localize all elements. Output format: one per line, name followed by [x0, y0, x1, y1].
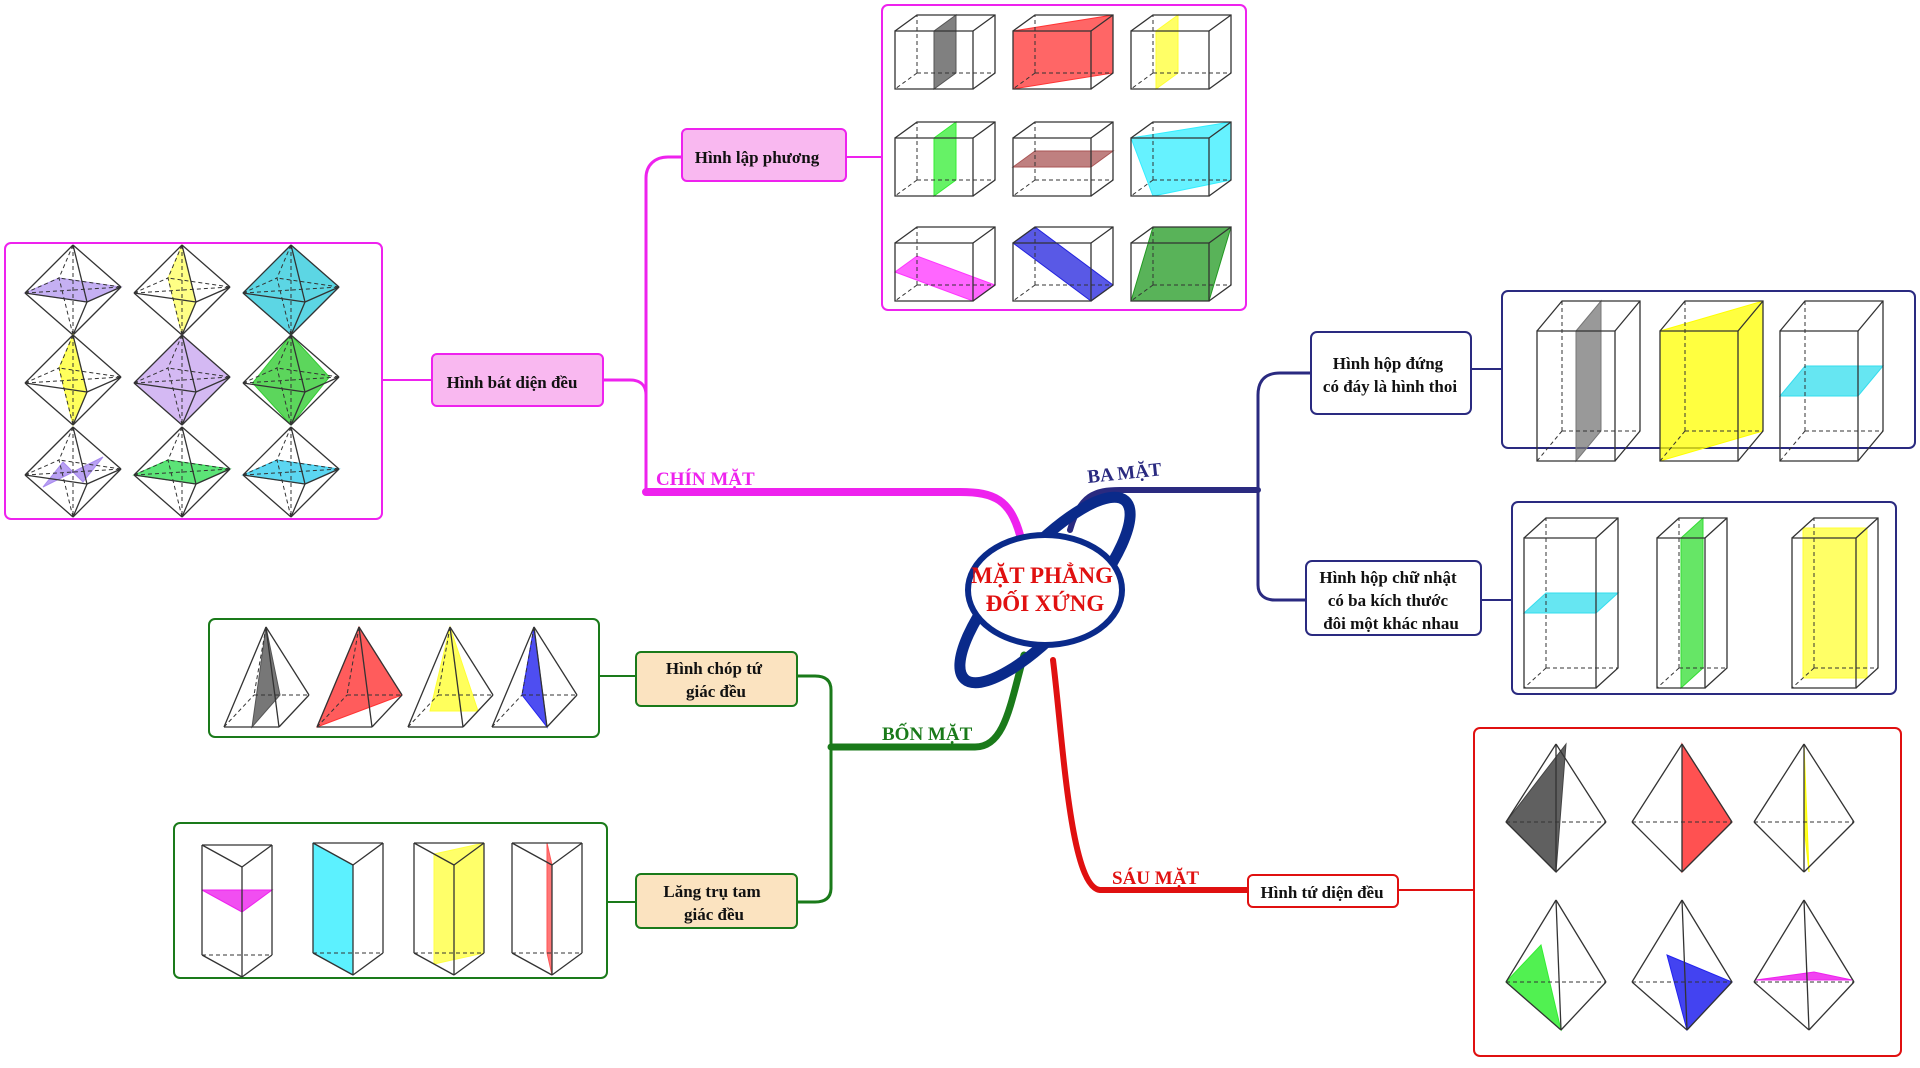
branch-bon-trunk [797, 674, 833, 747]
octa-thumb-5 [133, 334, 231, 426]
branch-ba-trunk [1256, 371, 1311, 490]
hop-dung-thumb-3 [1778, 300, 1885, 462]
branch-label-bon: BỐN MẶT [882, 723, 973, 745]
thumbnail-figures [23, 14, 1885, 1032]
node-tu-dien-label: Hình tứ diện đều [1260, 883, 1383, 902]
branch-label-sau: SÁU MẶT [1112, 867, 1199, 889]
node-chop-tu-giac-line2: giác đều [686, 682, 746, 701]
cube-thumb-1 [894, 14, 996, 90]
node-hop-chu-nhat[interactable]: Hình hộp chữ nhật có ba kích thước đôi m… [1305, 560, 1482, 636]
chop-thumb-2 [316, 625, 403, 728]
tu-dien-thumb-1 [1505, 742, 1607, 874]
hop-chu-nhat-thumb-1 [1522, 517, 1620, 689]
tu-dien-thumb-3 [1753, 743, 1855, 873]
octa-thumb-1 [23, 244, 123, 336]
node-hop-dung-line2: có đáy là hình thoi [1323, 377, 1457, 396]
tu-dien-thumb-2 [1631, 742, 1733, 874]
cube-thumb-6 [1130, 121, 1232, 197]
panel-chop-tu-giac [208, 618, 600, 738]
panel-lang-tru [173, 822, 608, 979]
cube-thumb-5 [1011, 121, 1115, 197]
hop-chu-nhat-thumb-3 [1791, 517, 1879, 689]
node-chop-tu-giac-line1: Hình chóp tứ [666, 659, 763, 678]
center-title-line1: MẶT PHẲNG [971, 562, 1113, 588]
center-node[interactable]: MẶT PHẲNG ĐỐI XỨNG [936, 475, 1153, 704]
octa-thumb-6 [242, 334, 340, 426]
panel-hop-chu-nhat [1511, 501, 1897, 695]
chop-thumb-1 [223, 626, 310, 729]
branch-chin-thick [642, 488, 1024, 539]
center-ellipse [965, 532, 1125, 648]
cube-thumb-2 [1012, 14, 1114, 90]
octa-thumb-3 [242, 244, 340, 336]
cube-thumb-8 [1012, 226, 1114, 302]
branch-label-chin: CHÍN MẶT [656, 468, 755, 490]
octa-thumb-7 [24, 426, 122, 518]
node-lang-tru-line2: giác đều [684, 905, 744, 924]
octa-thumb-9 [241, 426, 341, 518]
tu-dien-thumb-6 [1753, 899, 1855, 1031]
cube-thumb-9 [1130, 226, 1232, 302]
tu-dien-thumb-4 [1505, 899, 1607, 1032]
center-title-line2: ĐỐI XỨNG [986, 590, 1105, 616]
cube-thumb-3 [1130, 14, 1232, 90]
octa-thumb-4 [24, 333, 122, 427]
node-bat-dien[interactable]: Hình bát diện đều [431, 353, 604, 407]
lang-tru-thumb-4 [511, 842, 583, 976]
branch-bon-to-lt [797, 747, 833, 904]
lang-tru-thumb-2 [312, 842, 384, 976]
node-bat-dien-label: Hình bát diện đều [447, 373, 578, 392]
octa-thumb-2 [133, 243, 231, 337]
branch-chin-to-batdien [603, 378, 648, 440]
cube-thumb-7 [893, 226, 997, 302]
cube-thumb-4 [894, 121, 996, 197]
node-hop-chu-nhat-line1: Hình hộp chữ nhật [1319, 568, 1457, 587]
chop-thumb-3 [407, 625, 494, 728]
branch-ba-to-hcn [1256, 490, 1306, 602]
branch-bon-thick [827, 651, 1028, 751]
hop-chu-nhat-thumb-2 [1656, 516, 1728, 690]
node-lang-tru-line1: Lăng trụ tam [663, 882, 760, 901]
lang-tru-thumb-3 [413, 842, 485, 976]
octa-thumb-8 [132, 426, 232, 518]
node-lang-tru[interactable]: Lăng trụ tam giác đều [635, 873, 798, 929]
node-lap-phuong-label: Hình lập phương [695, 148, 820, 167]
branch-sau-thick [1050, 657, 1251, 893]
node-chop-tu-giac[interactable]: Hình chóp tứ giác đều [635, 651, 798, 707]
panel-tu-dien [1473, 727, 1902, 1057]
node-lap-phuong[interactable]: Hình lập phương [681, 128, 847, 182]
node-hop-dung[interactable]: Hình hộp đứng có đáy là hình thoi [1310, 331, 1472, 415]
node-tu-dien[interactable]: Hình tứ diện đều [1247, 874, 1399, 908]
hop-dung-thumb-1 [1536, 299, 1641, 463]
tu-dien-thumb-5 [1631, 899, 1733, 1031]
chop-thumb-4 [491, 626, 578, 729]
lang-tru-thumb-1 [201, 844, 274, 978]
branch-label-ba: BA MẶT [1086, 458, 1163, 488]
branch-chin-trunk [644, 155, 682, 492]
node-hop-chu-nhat-line2: có ba kích thước [1328, 591, 1449, 610]
node-hop-chu-nhat-line3: đôi một khác nhau [1323, 614, 1459, 633]
hop-dung-thumb-2 [1659, 300, 1764, 462]
node-hop-dung-line1: Hình hộp đứng [1333, 354, 1444, 373]
